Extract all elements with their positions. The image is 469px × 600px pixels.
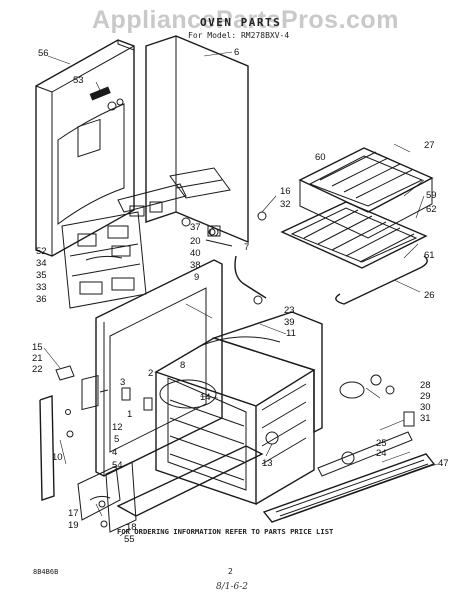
ordering-note: FOR ORDERING INFORMATION REFER TO PARTS … (117, 527, 334, 536)
callout-61: 61 (424, 250, 435, 261)
side-trim (39, 365, 99, 501)
callout-13: 13 (262, 458, 273, 469)
drawer-slide (317, 431, 413, 477)
callout-12: 12 (112, 422, 123, 433)
callout-21: 21 (32, 353, 43, 364)
callout-34: 34 (36, 258, 47, 269)
callout-60: 60 (315, 152, 326, 163)
callout-8: 8 (180, 360, 185, 371)
callout-40: 40 (190, 248, 201, 259)
drawer-parts (77, 445, 264, 533)
oven-rack-upper (298, 147, 434, 239)
oven-cavity (154, 311, 323, 505)
oven-front-frame (95, 259, 223, 477)
light-socket-parts (339, 374, 415, 427)
document-code: 8B4B6B (33, 568, 59, 576)
kick-panel (262, 453, 436, 523)
callout-36: 36 (36, 294, 47, 305)
callout-29: 29 (420, 391, 431, 402)
model-subtitle: For Model: RM278BXV-4 (188, 31, 290, 40)
callout-4: 4 (112, 447, 117, 458)
callout-10: 10 (52, 452, 63, 463)
callout-24: 24 (376, 448, 387, 459)
callout-54: 54 (112, 460, 123, 471)
callout-52: 52 (36, 246, 47, 257)
page-number: 2 (228, 567, 233, 576)
callout-5: 5 (114, 434, 119, 445)
callout-27: 27 (424, 140, 435, 151)
callout-2: 2 (148, 368, 153, 379)
callout-16: 16 (280, 186, 291, 197)
callout-7: 7 (244, 242, 249, 253)
callout-labels: 56 53 6 27 60 16 32 59 37 62 52 34 20 40… (32, 47, 449, 545)
callout-25: 25 (376, 438, 387, 449)
watermark: AppliancePartsPros.com (92, 6, 399, 34)
callout-23: 23 (284, 305, 295, 316)
callout-53: 53 (73, 75, 84, 86)
callout-35: 35 (36, 270, 47, 281)
callout-20: 20 (190, 236, 201, 247)
callout-17: 17 (68, 508, 79, 519)
callout-39: 39 (284, 317, 295, 328)
diagram-title: OVEN PARTS (200, 16, 282, 29)
callout-11: 11 (286, 328, 296, 339)
back-panel (35, 39, 135, 257)
callout-56: 56 (38, 48, 49, 59)
callout-31: 31 (420, 413, 431, 424)
callout-59: 59 (426, 190, 437, 201)
callout-9: 9 (194, 272, 199, 283)
handwritten-mark: 8/1-6-2 (216, 582, 249, 592)
callout-6: 6 (234, 47, 239, 58)
callout-37: 37 (190, 222, 201, 233)
callout-62: 62 (426, 204, 437, 215)
leader-lines (43, 51, 439, 537)
callout-28: 28 (420, 380, 431, 391)
callout-18: 18 (126, 522, 137, 533)
side-panel (145, 35, 249, 244)
callout-33: 33 (36, 282, 47, 293)
callout-19: 19 (68, 520, 79, 531)
callout-3: 3 (120, 377, 125, 388)
oven-rack-lower (280, 201, 428, 305)
callout-38: 38 (190, 260, 201, 271)
control-bracket (107, 183, 233, 257)
broil-element-box (61, 211, 147, 309)
callout-1: 1 (127, 409, 132, 420)
callout-14: 14 (200, 392, 211, 403)
callout-32: 32 (280, 199, 291, 210)
callout-22: 22 (32, 364, 43, 375)
callout-47: 47 (438, 458, 449, 469)
callout-15: 15 (32, 342, 43, 353)
callout-55: 55 (124, 534, 135, 545)
callout-30: 30 (420, 402, 431, 413)
callout-26: 26 (424, 290, 435, 301)
